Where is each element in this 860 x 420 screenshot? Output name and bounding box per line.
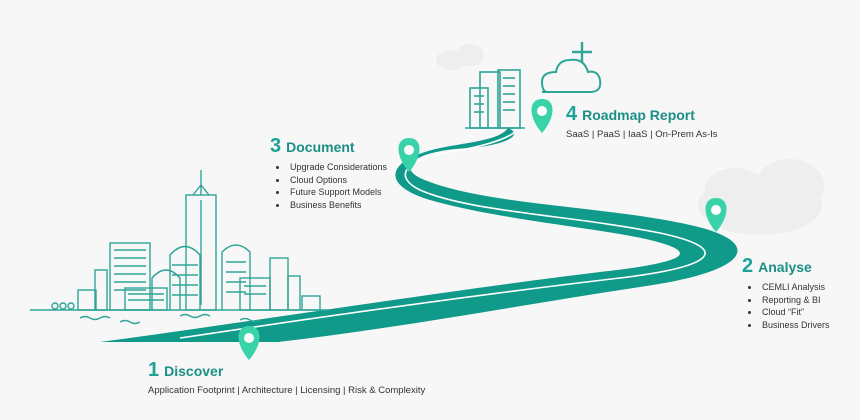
step-title: Roadmap Report [582,107,695,123]
step-discover: 1 Discover Application Footprint | Archi… [148,360,425,396]
list-item: Cloud “Fit” [760,306,830,319]
background-clouds [436,44,824,235]
road [100,128,738,342]
step-title: Document [286,139,355,155]
location-pin-icon [238,326,260,360]
list-item: Upgrade Considerations [288,161,387,174]
list-item: Business Benefits [288,199,387,212]
step-number: 4 [566,103,578,125]
list-item: Reporting & BI [760,294,830,307]
city-skyline-icon [30,170,330,325]
step-title: Discover [164,363,224,379]
cloud-icon [540,58,602,93]
step-roadmap-report: 4 Roadmap Report SaaS | PaaS | IaaS | On… [566,104,718,140]
step-number: 3 [270,135,282,157]
step-document: 3 Document Upgrade Considerations Cloud … [270,136,387,211]
building-cluster-icon [465,69,525,129]
step-bullet-list: Upgrade Considerations Cloud Options Fut… [270,161,387,211]
list-item: Future Support Models [288,186,387,199]
step-subtitle: Application Footprint | Architecture | L… [148,385,426,396]
list-item: Business Drivers [760,319,830,332]
step-number: 1 [148,359,160,381]
step-bullet-list: CEMLI Analysis Reporting & BI Cloud “Fit… [742,281,830,331]
plus-icon [572,42,592,62]
step-analyse: 2 Analyse CEMLI Analysis Reporting & BI … [742,256,830,331]
location-pin-icon [531,99,553,133]
location-pin-icon [398,138,420,172]
step-title: Analyse [758,259,812,275]
step-number: 2 [742,255,754,277]
list-item: CEMLI Analysis [760,281,830,294]
road-lane-line [179,131,706,339]
road-surface [100,128,738,342]
step-subtitle: SaaS | PaaS | IaaS | On-Prem As-Is [566,129,718,140]
list-item: Cloud Options [288,174,387,187]
location-pin-icon [705,198,727,232]
